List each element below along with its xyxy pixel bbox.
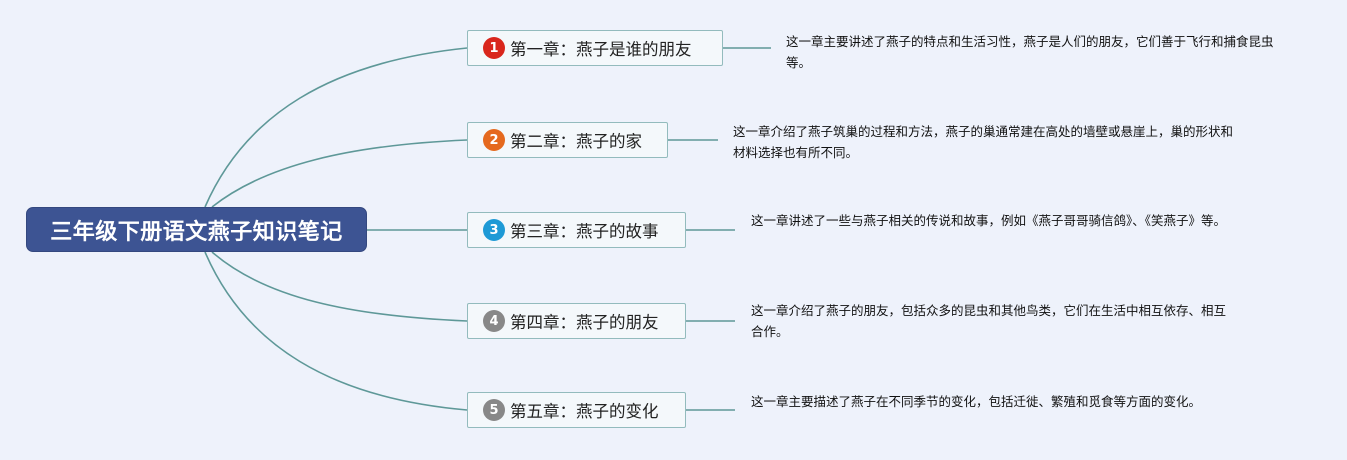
- number-badge-icon: 1: [483, 37, 505, 59]
- chapter-desc-1: 这一章主要讲述了燕子的特点和生活习性，燕子是人们的朋友，它们善于飞行和捕食昆虫等…: [786, 34, 1274, 70]
- chapter-label: 第一章：燕子是谁的朋友: [510, 40, 692, 59]
- branch-line-5: [204, 251, 468, 411]
- chapter-desc-3: 这一章讲述了一些与燕子相关的传说和故事，例如《燕子哥哥骑信鸽》、《笑燕子》等。: [751, 213, 1227, 228]
- chapter-node-3[interactable]: 3 第三章：燕子的故事: [467, 212, 686, 248]
- number-badge-icon: 5: [483, 399, 505, 421]
- chapter-label: 第四章：燕子的朋友: [510, 313, 659, 332]
- branch-line-1: [204, 47, 468, 208]
- number-badge-icon: 4: [483, 310, 505, 332]
- chapter-node-4[interactable]: 4 第四章：燕子的朋友: [467, 303, 686, 339]
- chapter-node-1[interactable]: 1 第一章：燕子是谁的朋友: [467, 30, 723, 66]
- chapter-desc-5: 这一章主要描述了燕子在不同季节的变化，包括迁徙、繁殖和觅食等方面的变化。: [751, 394, 1202, 409]
- chapter-node-2[interactable]: 2 第二章：燕子的家: [467, 122, 668, 158]
- number-badge-icon: 3: [483, 219, 505, 241]
- branch-line-4: [211, 251, 468, 322]
- chapter-node-5[interactable]: 5 第五章：燕子的变化: [467, 392, 686, 428]
- chapter-label: 第三章：燕子的故事: [510, 222, 659, 241]
- number-badge-icon: 2: [483, 129, 505, 151]
- chapter-desc-4: 这一章介绍了燕子的朋友，包括众多的昆虫和其他鸟类，它们在生活中相互依存、相互合作…: [751, 303, 1227, 339]
- chapter-desc-2: 这一章介绍了燕子筑巢的过程和方法，燕子的巢通常建在高处的墙壁或悬崖上，巢的形状和…: [733, 124, 1234, 160]
- chapter-label: 第二章：燕子的家: [510, 132, 642, 151]
- chapter-label: 第五章：燕子的变化: [510, 402, 659, 421]
- root-topic[interactable]: 三年级下册语文燕子知识笔记: [26, 207, 367, 252]
- branch-line-2: [211, 139, 468, 208]
